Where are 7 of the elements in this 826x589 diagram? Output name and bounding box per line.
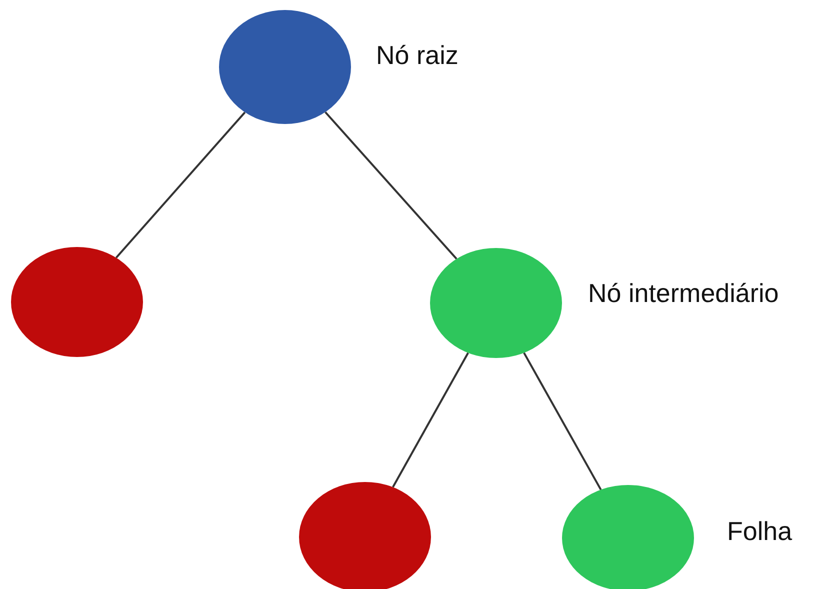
node-label: Nó raiz [376,39,458,72]
connector-line [115,112,246,258]
node-label: Folha [727,515,792,548]
connector-line [392,352,469,488]
node-label: Nó intermediário [588,277,779,310]
connector-line [324,111,458,260]
connector-line [523,352,602,490]
